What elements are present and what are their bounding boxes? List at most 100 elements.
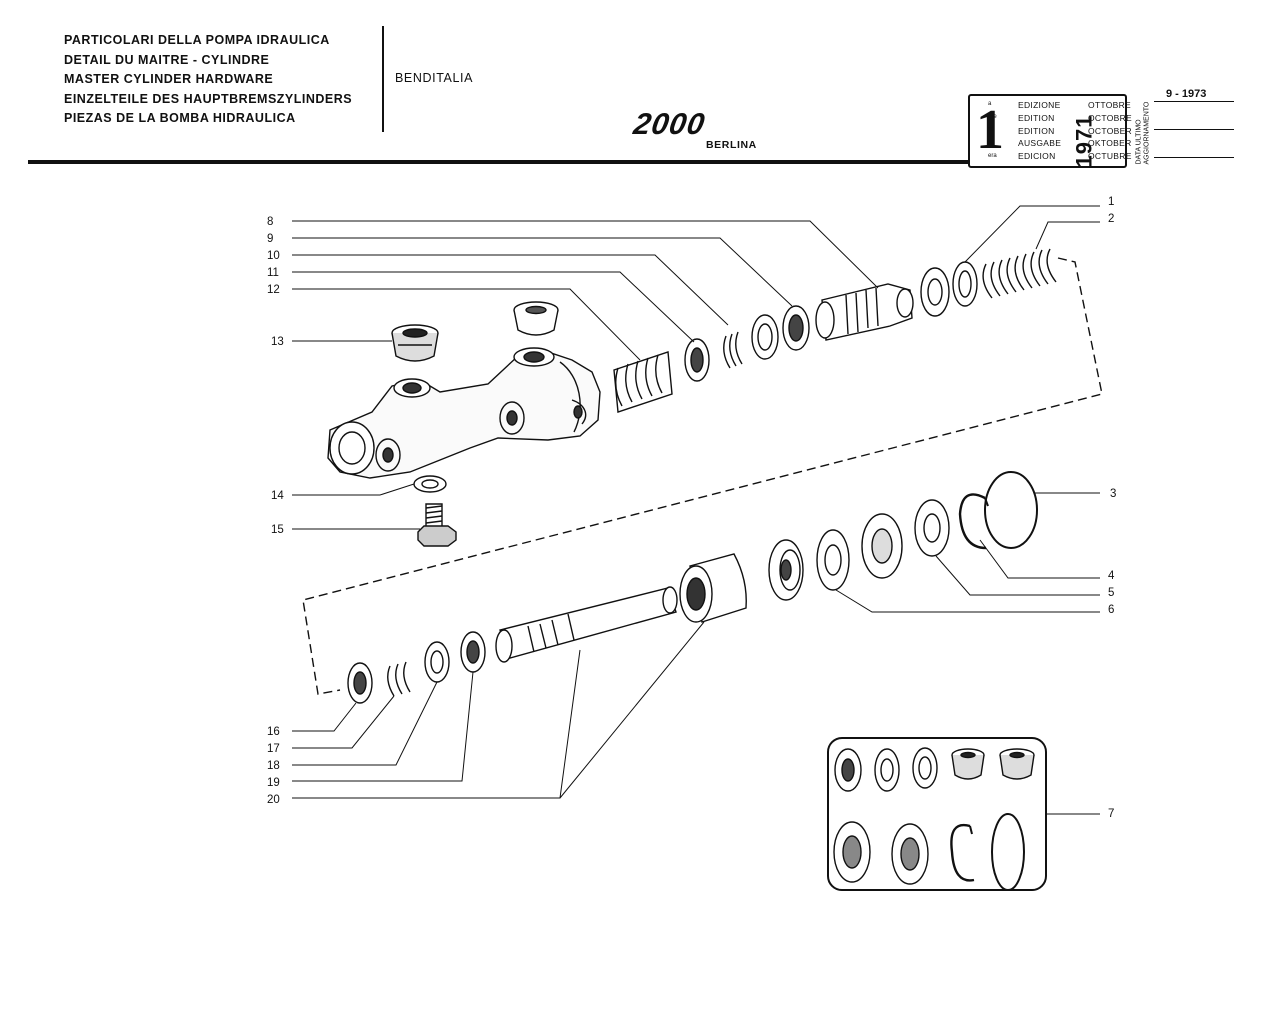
edition-word: AUSGABE — [1018, 138, 1062, 149]
part-10-spring — [723, 331, 743, 369]
update-line — [1154, 101, 1234, 102]
part-4-snap-ring — [958, 493, 989, 550]
title-spanish: PIEZAS DE LA BOMBA HIDRAULICA — [64, 111, 296, 125]
assembly-axis-dashed — [302, 257, 1103, 695]
title-english: MASTER CYLINDER HARDWARE — [64, 72, 274, 86]
callout-1: 1 — [1108, 196, 1114, 208]
leader-lines — [292, 205, 1100, 815]
leader-9 — [292, 237, 793, 307]
part-5-washer — [914, 499, 950, 557]
leader-2 — [1035, 221, 1100, 250]
edition-number: 1 — [976, 99, 1004, 161]
callout-13: 13 — [271, 336, 284, 348]
callout-8: 8 — [267, 216, 273, 228]
edition-months: OTTOBRE OCTOBRE OCTOBER OKTOBER OCTUBRE — [1088, 99, 1132, 163]
leader-6 — [835, 589, 1100, 613]
edition-month: OCTUBRE — [1088, 151, 1132, 162]
part-6-seal — [861, 513, 903, 579]
part-8-piston — [815, 283, 914, 341]
edition-words: EDIZIONE EDITION EDITION AUSGABE EDICION — [1018, 99, 1061, 163]
reservoir-seal-upper — [513, 301, 559, 336]
title-french: DETAIL DU MAITRE - CYLINDRE — [64, 52, 270, 67]
part-1-seal — [920, 267, 950, 317]
part-15-plug — [417, 503, 457, 547]
leader-19 — [292, 671, 474, 782]
callout-12: 12 — [267, 284, 280, 296]
part-7-repair-kit — [827, 737, 1047, 891]
model-variant: BERLINA — [706, 139, 757, 151]
part-9-cup-seal — [782, 305, 810, 351]
edition-month: OTTOBRE — [1088, 100, 1132, 110]
callout-7: 7 — [1108, 808, 1114, 820]
edition-month: OKTOBER — [1088, 138, 1132, 149]
part-6-cup — [816, 529, 850, 591]
leader-17 — [292, 695, 395, 749]
leader-18 — [292, 681, 438, 766]
title-italian: PARTICOLARI DELLA POMPA IDRAULICA — [64, 33, 330, 47]
callout-3: 3 — [1110, 488, 1116, 500]
part-2-spring — [982, 248, 1057, 299]
edition-word: EDICION — [1018, 151, 1056, 162]
callout-labels: 1 2 3 4 5 6 7 8 9 10 11 12 13 14 15 16 1… — [267, 196, 1116, 820]
part-17-spring — [387, 661, 411, 697]
edition-month: OCTOBER — [1088, 125, 1132, 136]
callout-18: 18 — [267, 760, 280, 772]
callout-5: 5 — [1108, 587, 1114, 599]
callout-19: 19 — [267, 777, 280, 789]
edition-box: 1 a ere st . era EDIZIONE EDITION EDITIO… — [968, 94, 1132, 168]
update-line — [1154, 157, 1234, 158]
master-cylinder-body — [327, 347, 601, 479]
part-13-reservoir-seal — [391, 324, 439, 362]
edition-ordinal: ere — [988, 114, 997, 120]
part-14-washer — [413, 475, 447, 493]
edition-word: EDITION — [1018, 125, 1055, 136]
callout-6: 6 — [1108, 604, 1114, 616]
edition-ordinal: era — [988, 153, 997, 159]
callout-14: 14 — [271, 490, 284, 502]
part-1-ring — [952, 261, 978, 307]
edition-word: EDITION — [1018, 112, 1055, 123]
part-19-sleeve — [679, 553, 747, 623]
leader-4 — [979, 539, 1100, 579]
part-10-seal — [751, 314, 779, 360]
part-11-ring — [684, 338, 710, 382]
edition-ordinal: . — [988, 140, 990, 146]
callout-2: 2 — [1108, 213, 1114, 225]
update-line — [1154, 129, 1234, 130]
header-divider — [382, 26, 384, 132]
header-rule — [28, 160, 970, 164]
callout-15: 15 — [271, 524, 284, 536]
leader-10 — [292, 254, 729, 326]
edition-ordinal: a — [988, 101, 992, 107]
leader-14 — [292, 483, 415, 496]
part-18-seal — [424, 641, 450, 683]
title-german: EINZELTEILE DES HAUPTBREMSZYLINDERS — [64, 91, 353, 106]
part-12-spring — [613, 351, 673, 413]
callout-17: 17 — [267, 743, 280, 755]
callout-20: 20 — [267, 794, 280, 806]
leader-20 — [292, 621, 705, 799]
callout-4: 4 — [1108, 570, 1115, 582]
part-6-seal-ridged — [768, 539, 804, 601]
leader-5 — [935, 555, 1100, 596]
part-3-circlip-ring — [984, 471, 1038, 549]
callout-16: 16 — [267, 726, 280, 738]
leader-16 — [292, 702, 357, 732]
callout-10: 10 — [267, 250, 280, 262]
edition-word: EDIZIONE — [1018, 100, 1061, 110]
part-19-cup — [460, 631, 486, 673]
brand-name: BENDITALIA — [395, 71, 474, 85]
title-block: PARTICOLARI DELLA POMPA IDRAULICA DETAIL… — [64, 31, 352, 129]
edition-month: OCTOBRE — [1088, 112, 1132, 123]
callout-9: 9 — [267, 233, 273, 245]
update-date: 9 - 1973 — [1166, 88, 1207, 100]
leader-8 — [292, 220, 879, 289]
callout-11: 11 — [267, 267, 279, 279]
edition-ordinal: st — [988, 127, 993, 133]
part-16-cup — [347, 662, 373, 704]
part-20-piston — [495, 586, 678, 663]
leader-11 — [292, 271, 695, 343]
leader-1 — [964, 205, 1100, 263]
leader-12 — [292, 288, 641, 361]
